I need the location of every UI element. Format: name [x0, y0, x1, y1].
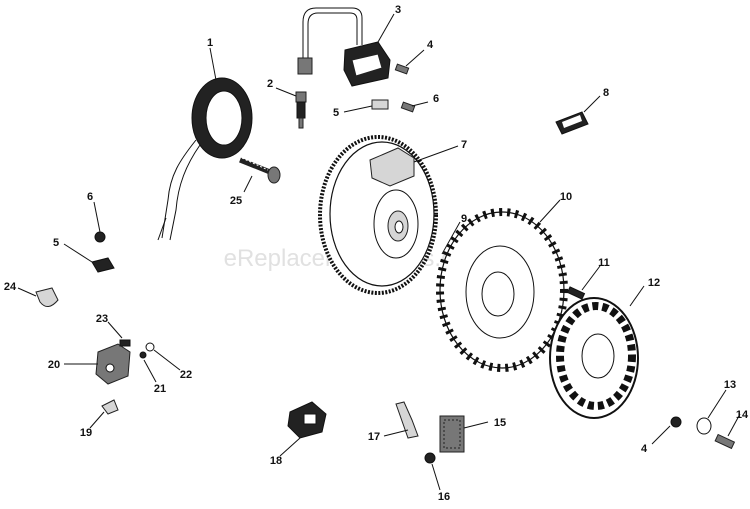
callout-5: 5: [333, 107, 339, 119]
part-bolt: [239, 157, 281, 184]
part-ignition-module: [297, 7, 391, 87]
part-rectifier: [95, 339, 155, 385]
part-washer-screw: [670, 416, 736, 450]
part-clip-top: [371, 99, 389, 110]
callout-10: 10: [560, 191, 572, 203]
callout-6: 6: [433, 93, 439, 105]
part-screw-clip-left: [91, 231, 115, 273]
part-tab: [395, 401, 419, 439]
callout-20: 20: [48, 359, 60, 371]
callout-16: 16: [438, 491, 450, 503]
callout-1: 1: [207, 37, 213, 49]
part-bracket: [35, 287, 59, 307]
callout-5b: 5: [53, 237, 59, 249]
callout-7: 7: [461, 139, 467, 151]
part-fan: [436, 208, 568, 372]
part-connector: [287, 401, 327, 439]
callout-4: 4: [427, 39, 434, 51]
callout-12: 12: [648, 277, 660, 289]
part-fan-screw: [566, 286, 586, 300]
part-spark-plug: [295, 91, 307, 129]
callout-13: 13: [724, 379, 736, 391]
callout-17: 17: [368, 431, 380, 443]
part-box: [439, 415, 465, 453]
part-grass-screen: [549, 297, 639, 419]
callout-23: 23: [96, 313, 108, 325]
part-key: [555, 111, 589, 135]
callout-2: 2: [267, 78, 273, 90]
callout-11: 11: [598, 257, 610, 269]
part-screw-top: [394, 63, 416, 113]
callout-18: 18: [270, 455, 282, 467]
callout-14: 14: [736, 409, 749, 421]
part-flywheel: [318, 135, 438, 295]
callout-19: 19: [80, 427, 92, 439]
leader-lines: [17, 13, 741, 491]
callout-25: 25: [230, 195, 242, 207]
callout-24: 24: [4, 281, 17, 293]
callout-4b: 4: [641, 443, 648, 455]
part-screw-16: [424, 452, 436, 464]
callout-22: 22: [180, 369, 192, 381]
callout-8: 8: [603, 87, 609, 99]
part-stator: [157, 77, 253, 241]
callout-3: 3: [395, 4, 401, 16]
part-small-clip: [101, 399, 119, 415]
callout-9: 9: [461, 213, 467, 225]
callout-labels: 1 2 3 4 5 6 7 8 6 25 9 10 5 24 11 12 23 …: [4, 4, 749, 503]
callout-21: 21: [154, 383, 166, 395]
callout-15: 15: [494, 417, 506, 429]
callout-6b: 6: [87, 191, 93, 203]
